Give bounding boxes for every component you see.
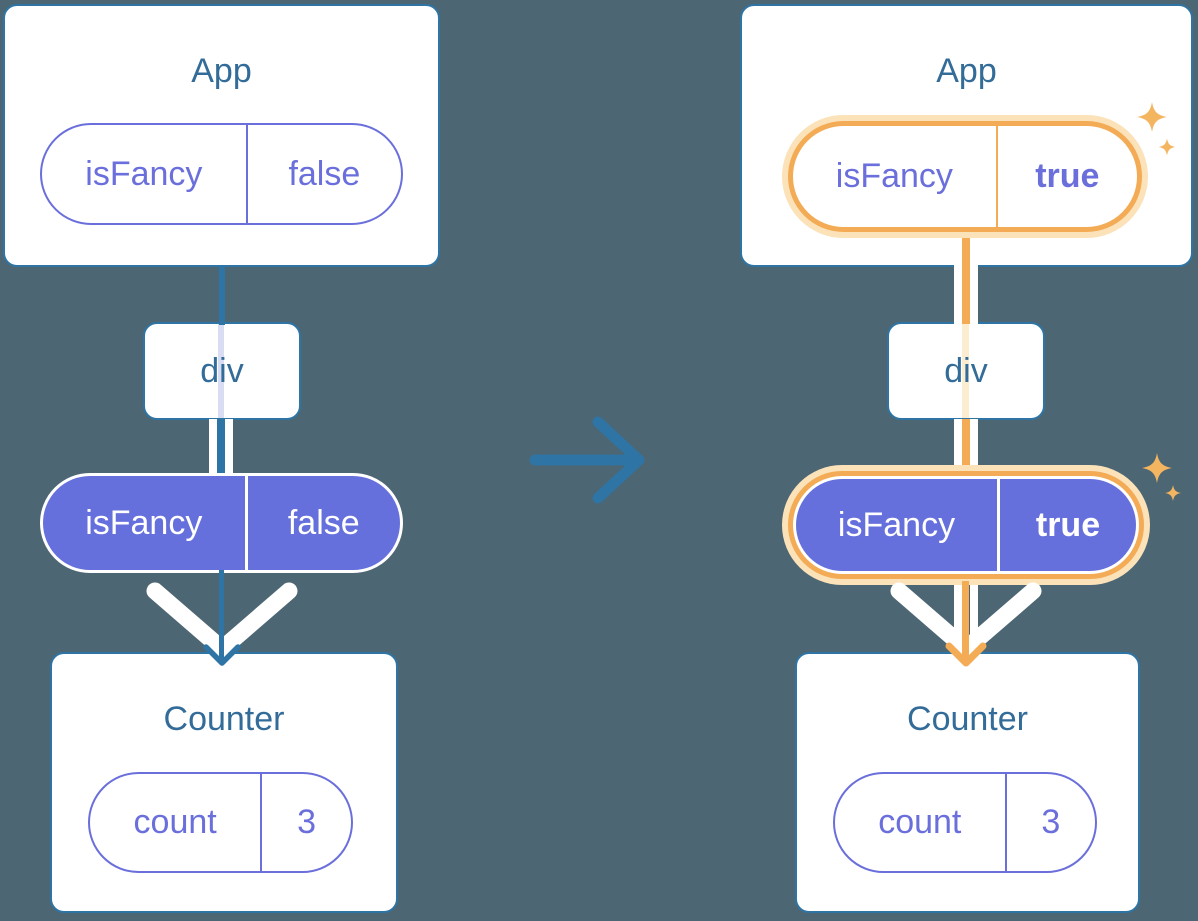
div-container-box-after: div: [887, 322, 1045, 420]
highlight-ring: isFancy true: [788, 121, 1142, 232]
app-state-pill-before: isFancy false: [40, 123, 403, 225]
right-arrow-icon: [529, 416, 645, 504]
prop-pill-before: isFancy false: [40, 473, 403, 573]
connector-div-prop-after: [962, 419, 970, 468]
props-line-right: [225, 419, 233, 476]
prop-pill-after-highlight-ring: isFancy true: [782, 465, 1150, 585]
prop-value: false: [287, 503, 360, 542]
component-title: Counter: [907, 700, 1028, 738]
container-label: div: [944, 351, 988, 390]
state-key: count: [835, 774, 1007, 871]
state-value: true: [1035, 157, 1100, 195]
props-line-right: [970, 583, 978, 650]
sparkle-icon: [1165, 485, 1181, 501]
counter-state-pill-after: count 3: [833, 772, 1097, 873]
highlight-ring: isFancy true: [788, 471, 1144, 579]
state-key: isFancy: [793, 126, 998, 227]
connector-pill-appedge-after: [962, 236, 970, 266]
component-title: App: [936, 52, 997, 90]
prop-key: isFancy: [43, 476, 248, 570]
props-line-left: [209, 419, 217, 476]
container-label: div: [200, 351, 244, 390]
connector-app-div-after: [962, 264, 970, 324]
connector-prop-counter-after: [962, 581, 969, 662]
state-key: count: [90, 774, 263, 871]
component-title: App: [191, 52, 252, 90]
sparkle-icon: [1142, 453, 1172, 483]
prop-key: isFancy: [796, 479, 1000, 571]
props-line-right: [970, 264, 978, 324]
props-line-left: [954, 264, 962, 324]
state-key: isFancy: [42, 125, 248, 223]
div-container-box-before: div: [143, 322, 301, 420]
state-value: false: [288, 154, 361, 193]
state-pass-line: [218, 324, 224, 418]
state-pass-line: [962, 324, 969, 418]
prop-value: true: [1035, 505, 1101, 544]
state-value: 3: [1041, 803, 1061, 841]
connector-div-prop-before: [217, 419, 225, 476]
connector-app-div-before: [219, 265, 225, 325]
app-state-pill-after: isFancy true: [793, 126, 1137, 227]
props-line-right: [970, 419, 978, 468]
connector-prop-counter-before: [219, 570, 224, 662]
app-state-pill-after-highlight-ring: isFancy true: [782, 115, 1148, 238]
props-line-left: [954, 419, 962, 468]
props-line-left: [954, 583, 962, 650]
counter-state-pill-before: count 3: [88, 772, 353, 873]
component-title: Counter: [163, 700, 285, 738]
highlight-gap: isFancy true: [793, 476, 1139, 574]
prop-pill-after: isFancy true: [796, 479, 1136, 571]
state-value: 3: [297, 803, 317, 841]
